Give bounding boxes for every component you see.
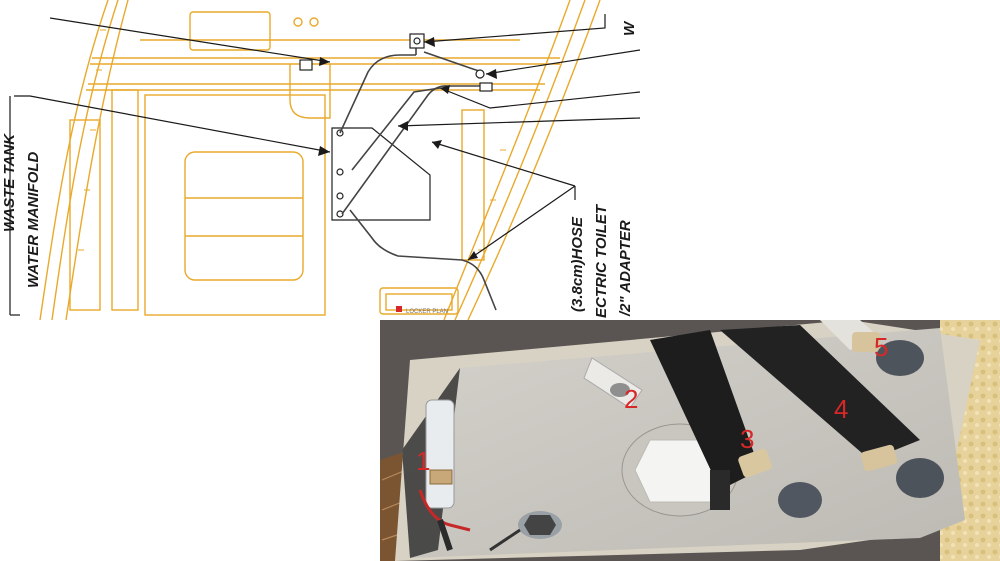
plumbing-schematic: LOCKER PLAN WASTE TANK WATER MANIFOLD (3… [1,0,640,320]
arrow-heads [318,37,497,260]
hose-runs [339,44,497,311]
waste-tank-outline [331,127,431,221]
fitting-1 [418,399,471,551]
label-water-manifold: WATER MANIFOLD [25,151,42,288]
level-sensor [489,511,562,552]
label-waste-tank: WASTE TANK [1,133,18,232]
fittings [299,33,493,92]
label-adapter: /2" ADAPTER [617,220,634,317]
stamp: LOCKER PLAN [396,306,448,315]
waste-tank-photo: 1 2 3 4 5 [380,320,1000,561]
fitting-label-1: 1 [416,446,430,476]
fitting-label-5: 5 [874,332,888,362]
hull-ticks [78,29,506,251]
fitting-5 [820,320,924,376]
fitting-label-3: 3 [740,424,754,454]
callout-leaders [9,14,640,316]
stamp-text: LOCKER PLAN [406,309,448,315]
label-hose-size: (3.8cm)HOSE [569,216,586,312]
fitting-label-2: 2 [624,384,638,414]
fitting-2 [583,357,643,409]
label-electric-toilet: ECTRIC TOILET [593,203,610,318]
fitting-label-4: 4 [834,394,848,424]
fitting-3 [650,330,822,518]
fitting-4 [720,325,944,498]
label-top-fragment: W [621,20,638,36]
hull-outline [39,0,601,320]
